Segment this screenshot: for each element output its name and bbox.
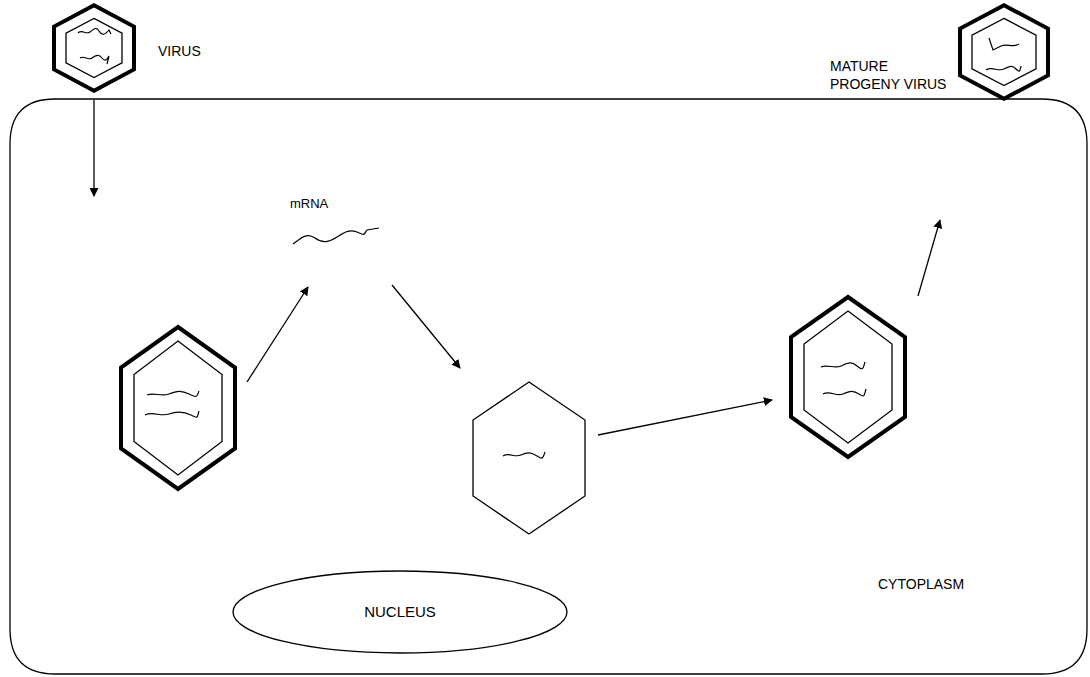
genome-strand [147, 391, 199, 396]
viral-capsid [66, 18, 122, 77]
virus-particle: VIRUS [52, 3, 136, 93]
process-arrow [247, 287, 308, 382]
viral-capsid [972, 18, 1036, 85]
mrna-label: mRNA [290, 196, 328, 212]
genome-strand [823, 389, 866, 396]
genome-strand [989, 38, 1019, 50]
genome-strand [80, 55, 109, 64]
progeny-virus-particle-outline [958, 3, 1050, 101]
process-arrow [392, 285, 460, 368]
node-label: MATURE PROGENY VIRUS [830, 58, 952, 93]
cell-membrane [10, 99, 1087, 674]
genome-strand [78, 28, 111, 34]
genome-strand [503, 452, 545, 458]
genome-strand [986, 66, 1021, 71]
mrna-strand [293, 228, 379, 244]
entering-virus-outer [121, 327, 235, 489]
nucleus: NUCLEUS [232, 570, 568, 654]
viral-envelope [54, 5, 134, 91]
virus-particle-outline [52, 3, 136, 93]
host-cell: CYTOPLASM NUCLEUS [9, 98, 1088, 675]
assembled-virus-capsid [804, 311, 892, 443]
process-arrow [918, 220, 940, 296]
node-label: VIRUS [158, 43, 201, 61]
viral-envelope [960, 5, 1048, 99]
process-arrow [93, 100, 94, 196]
capsid [473, 382, 585, 534]
genome-strand [821, 362, 865, 369]
progeny-virus-particle: MATURE PROGENY VIRUS [958, 3, 1050, 101]
entering-virus-capsid [134, 341, 222, 475]
process-arrow [598, 400, 772, 435]
nucleus-outline [233, 571, 567, 653]
genome-strands [78, 28, 1021, 458]
node-label: NUCLEUS [364, 603, 436, 622]
process-arrows [94, 100, 940, 435]
node-label: CYTOPLASM [878, 576, 964, 594]
assembled-virus-outer [791, 297, 905, 457]
genome-strand [145, 411, 199, 417]
